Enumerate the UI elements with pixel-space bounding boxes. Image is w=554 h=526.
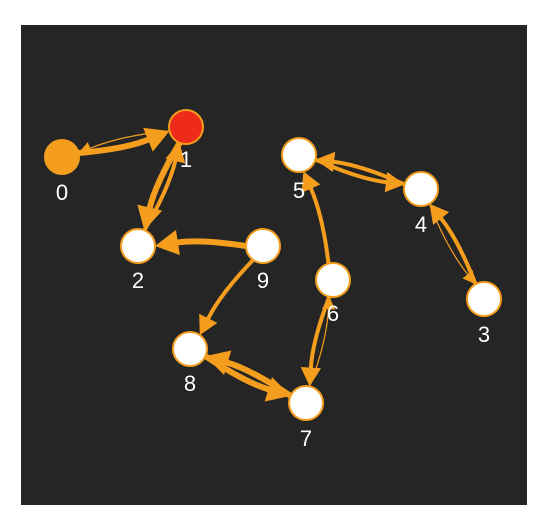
node-label-3: 3 xyxy=(478,322,490,347)
edge-7-6 xyxy=(309,296,336,387)
node-7[interactable] xyxy=(288,385,324,421)
node-8[interactable] xyxy=(172,331,208,367)
edge-9-2 xyxy=(155,229,249,256)
node-2[interactable] xyxy=(120,228,156,264)
node-label-0: 0 xyxy=(56,180,68,205)
node-label-6: 6 xyxy=(327,301,339,326)
node-3[interactable] xyxy=(466,281,502,317)
node-label-5: 5 xyxy=(293,178,305,203)
node-label-4: 4 xyxy=(415,212,427,237)
edge-1-0 xyxy=(78,130,171,155)
edge-4-5 xyxy=(315,151,407,187)
node-label-1: 1 xyxy=(180,147,192,172)
node-label-8: 8 xyxy=(184,371,196,396)
edge-0-1 xyxy=(75,127,170,157)
node-label-9: 9 xyxy=(257,268,269,293)
edge-3-4 xyxy=(429,203,478,287)
graph-canvas xyxy=(21,25,527,505)
node-5[interactable] xyxy=(281,137,317,173)
edge-2-1 xyxy=(142,142,186,233)
edge-6-5 xyxy=(301,171,331,266)
node-9[interactable] xyxy=(245,228,281,264)
edge-9-8 xyxy=(199,257,256,336)
node-6[interactable] xyxy=(315,262,351,298)
node-label-2: 2 xyxy=(132,268,144,293)
edge-7-8 xyxy=(205,350,294,399)
node-4[interactable] xyxy=(403,171,439,207)
node-0[interactable] xyxy=(44,139,80,175)
node-1[interactable] xyxy=(168,109,204,145)
node-label-7: 7 xyxy=(300,426,312,451)
